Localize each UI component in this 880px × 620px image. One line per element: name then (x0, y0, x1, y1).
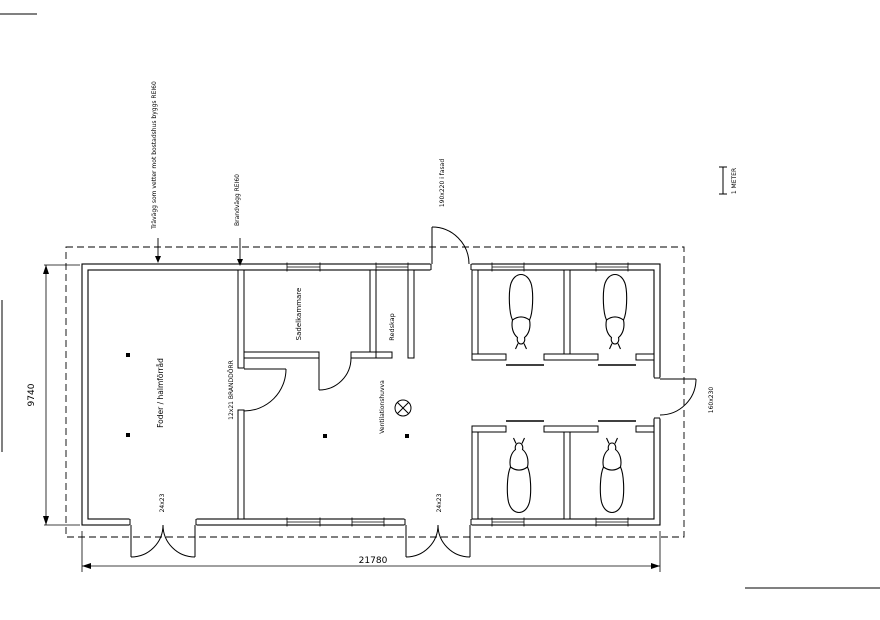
side-door-size-label: 160x230 (708, 387, 715, 414)
window (595, 262, 629, 272)
tack-room-bottom-wall (243, 351, 320, 359)
doors (130, 226, 697, 558)
tool-room-right-wall (407, 269, 415, 359)
scale-bar (719, 166, 727, 195)
room-label-tack: Sadelkammare (295, 288, 303, 341)
wall-openings (129, 262, 662, 527)
tool-room-bottom-wall (375, 351, 393, 359)
leader-lines (155, 238, 243, 266)
facade-door (431, 226, 470, 265)
dimension-width-value: 21780 (359, 556, 388, 566)
ventilation-label: Ventilationshuvva (379, 380, 386, 434)
window (491, 517, 525, 527)
stall-front-wall (471, 425, 507, 433)
room-label-feed: Foder / halmförråd (156, 358, 165, 428)
fire-wall-lower (237, 409, 245, 520)
stall-corridor-wall (471, 431, 479, 520)
window (286, 262, 321, 272)
fire-wall-note: Brandvägg REI60 (234, 174, 241, 226)
dimension-width (81, 531, 661, 572)
dimension-height (43, 264, 80, 526)
tack-room-door (318, 357, 352, 391)
stall-front-wall (543, 353, 599, 361)
double-door-left (130, 524, 196, 558)
stall-partition-wall (563, 269, 571, 355)
double-door-middle (405, 524, 471, 558)
stall-front-wall (635, 425, 655, 433)
post-markers (126, 353, 409, 438)
room-label-tool: Redskap (388, 313, 396, 341)
tack-room-right-wall (369, 269, 377, 359)
text-labels: Foder / halmförråd Sadelkammare Redskap … (27, 81, 738, 566)
roof-overhang-outline (65, 246, 685, 538)
side-door (659, 378, 697, 416)
window (491, 262, 525, 272)
stall-front-wall (635, 353, 655, 361)
post-marker (405, 434, 409, 438)
door-size-left-label: 24x23 (159, 493, 166, 512)
door-size-middle-label: 24x23 (436, 493, 443, 512)
drawing-frame (0, 13, 880, 589)
window (351, 517, 385, 527)
dimension-height-value: 9740 (27, 383, 37, 406)
stall-front-wall (543, 425, 599, 433)
wood-wall-note: Trävägg som vetter mot bostadshus byggs … (151, 81, 158, 230)
window (286, 517, 321, 527)
post-marker (323, 434, 327, 438)
tack-room-bottom-wall (350, 351, 377, 359)
fire-door (243, 368, 287, 412)
stall-partition-wall (563, 431, 571, 520)
ventilation-icon (394, 399, 412, 417)
window (375, 262, 409, 272)
windows (286, 262, 629, 527)
stall-front-wall (471, 353, 507, 361)
fire-door-label: 12x21 BRANDDÖRR (228, 360, 235, 420)
facade-door-size-label: 190x220 i fasad (439, 159, 446, 208)
stall-sliding-doors (506, 364, 636, 422)
post-marker (126, 353, 130, 357)
scale-label: 1 METER (731, 168, 738, 194)
fire-wall-upper (237, 269, 245, 369)
post-marker (126, 433, 130, 437)
interior-walls (237, 269, 655, 520)
stall-corridor-wall (471, 269, 479, 355)
ventilation-hood (394, 399, 412, 417)
window (595, 517, 629, 527)
